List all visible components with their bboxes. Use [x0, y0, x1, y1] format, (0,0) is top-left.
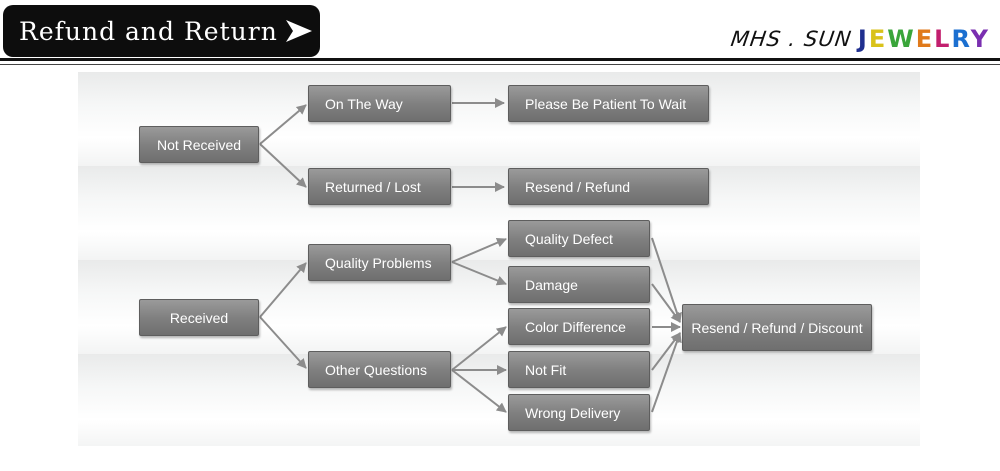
node-color-difference: Color Difference [508, 308, 650, 345]
node-wrong-delivery: Wrong Delivery [508, 394, 650, 431]
brand-logo: MHS . SUN JEWELRY [730, 24, 990, 54]
arrow-connector [451, 261, 507, 286]
arrow-right-icon [286, 20, 312, 42]
page-title: Refund and Return [19, 16, 278, 46]
arrow-connector [651, 332, 681, 371]
node-not-fit: Not Fit [508, 351, 650, 388]
brand-letter: W [887, 25, 916, 53]
arrow-connector [451, 369, 507, 413]
arrow-connector [651, 237, 682, 323]
brand-word: JEWELRY [858, 25, 990, 53]
arrow-connector [259, 262, 307, 318]
arrow-connector [451, 237, 507, 263]
arrow-connector [259, 316, 307, 369]
header-divider [0, 58, 1000, 61]
node-returned-lost: Returned / Lost [308, 168, 451, 205]
arrow-connector [451, 326, 507, 371]
node-quality-defect: Quality Defect [508, 220, 650, 257]
header-divider-thin [0, 64, 1000, 65]
node-please-be-patient: Please Be Patient To Wait [508, 85, 709, 122]
title-tab: Refund and Return [3, 5, 320, 57]
brand-letter: Y [970, 25, 990, 53]
brand-letter: E [915, 25, 935, 53]
node-not-received: Not Received [139, 126, 259, 163]
arrow-connector [259, 143, 307, 188]
node-on-the-way: On The Way [308, 85, 451, 122]
arrow-connector [259, 104, 307, 145]
brand-letter: E [868, 25, 888, 53]
brand-letter: L [934, 25, 952, 53]
arrow-connector [651, 283, 681, 323]
arrow-connector [651, 332, 682, 413]
node-quality-problems: Quality Problems [308, 244, 451, 281]
node-damage: Damage [508, 266, 650, 303]
brand-letter: J [857, 25, 869, 53]
node-other-questions: Other Questions [308, 351, 451, 388]
node-resend-refund: Resend / Refund [508, 168, 709, 205]
node-resend-refund-discount: Resend / Refund / Discount [682, 304, 872, 351]
brand-letter: R [951, 25, 971, 53]
node-received: Received [139, 299, 259, 336]
